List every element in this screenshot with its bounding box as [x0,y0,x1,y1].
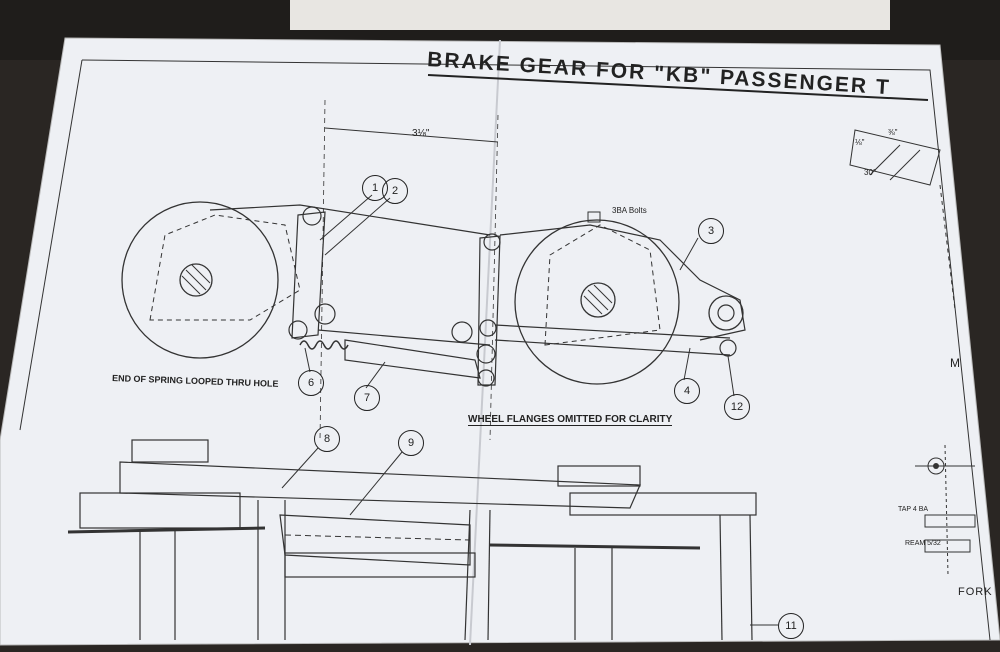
part-number-11: 11 [778,613,804,639]
leader-6 [304,347,311,373]
leader-1 [319,194,373,241]
spring [299,340,349,350]
right-axle [580,282,616,318]
part-number-6: 6 [298,370,324,396]
note-flanges: WHEEL FLANGES OMITTED FOR CLARITY [468,414,673,426]
brake-beam-top [209,204,491,236]
dimension-line-top [324,127,499,143]
left-pin-top [302,206,322,226]
detail-fork-a [924,514,976,528]
title-underline [427,74,929,101]
border-line [81,59,991,641]
dim-small-a: ⅛" [855,138,865,147]
bolt-head [587,211,601,223]
dim-ream: REAM 5/32 [905,540,941,547]
plan-rail-right [489,543,701,550]
dim-bolts: 3BA Bolts [612,206,647,215]
leader-7 [365,361,386,389]
part-number-4: 4 [674,378,700,404]
part-number-7: 7 [354,385,380,411]
right-wheel [514,219,680,385]
plan-rail-left [67,526,266,534]
center-line-mid [489,114,499,441]
left-axle [179,263,213,297]
leader-3 [679,237,699,271]
part-number-8: 8 [314,426,340,452]
middle-pin-low [476,344,496,364]
middle-pin-bottom [477,369,495,387]
plan-block-right [557,465,641,487]
plan-crossbeam [279,514,471,566]
dim-small-b: ⅜" [888,128,898,137]
dim-tap: TAP 4 BA [898,506,929,513]
detail-fork-b [924,539,971,553]
plan-beam [119,461,641,509]
left-pin-bottom [288,320,308,340]
fold-line [469,39,501,646]
dim-top-span: 3⅛" [412,128,430,139]
middle-hanger [477,235,501,386]
part-number-2: 2 [382,178,408,204]
leader-4 [683,347,691,381]
left-shaft [314,303,336,325]
detail-part-top [849,129,941,186]
background-sheet-edge [290,0,890,30]
middle-shaft [451,321,473,343]
part-number-12: 12 [724,394,750,420]
middle-pin-top [483,233,501,251]
side-label-fork: FORK [958,586,993,598]
right-pivot [708,295,744,331]
leader-12 [727,355,735,397]
right-pivot-hole [717,304,735,322]
middle-pin [479,319,497,337]
plan-axle-right [569,492,757,516]
dim-angle: 30° [864,168,877,177]
leader-9 [349,451,403,516]
leader-8 [281,447,319,489]
border-left [19,59,83,431]
plan-block-left [131,439,209,463]
side-label-m: M [950,356,960,370]
left-axlebox [149,214,301,321]
left-wheel [121,201,279,359]
plan-axle-left [79,492,241,529]
right-axlebox [544,224,661,346]
part-number-9: 9 [398,430,424,456]
right-brake-block [499,224,746,341]
pull-rod [344,339,481,379]
plan-hidden-line [284,534,471,541]
paper [0,37,1000,646]
right-link-top [494,324,731,339]
part-number-3: 3 [698,218,724,244]
right-link-bottom [494,339,731,356]
left-hanger [291,211,326,339]
leader-2 [324,197,391,256]
